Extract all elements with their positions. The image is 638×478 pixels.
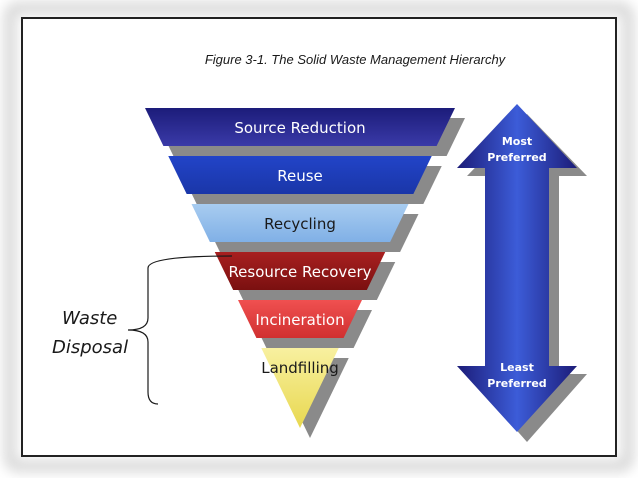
tier-label-incineration: Incineration bbox=[255, 311, 344, 329]
frame-glow bbox=[4, 2, 634, 472]
arrow-top-label-line1: Most bbox=[502, 135, 532, 148]
tier-label-reuse: Reuse bbox=[277, 167, 323, 185]
waste-disposal-label-line2: Disposal bbox=[52, 337, 128, 358]
arrow-bottom-label-line2: Preferred bbox=[487, 377, 546, 390]
tier-band-landfilling bbox=[261, 348, 339, 428]
tier-band-reuse bbox=[168, 156, 432, 194]
tier-band-resource-recovery bbox=[214, 252, 386, 290]
figure-title: Figure 3-1. The Solid Waste Management H… bbox=[205, 52, 507, 67]
tier-band-recycling bbox=[191, 204, 409, 242]
waste-disposal-bracket bbox=[127, 255, 233, 405]
tier-label-recycling: Recycling bbox=[264, 215, 336, 233]
tier-label-landfilling: Landfilling bbox=[261, 359, 339, 377]
double-arrow-shape bbox=[457, 104, 577, 432]
arrow-bottom-label-line1: Least bbox=[500, 361, 534, 374]
preference-arrow: Most Preferred Least Preferred bbox=[457, 104, 587, 442]
tier-label-resource-recovery: Resource Recovery bbox=[228, 263, 371, 281]
tier-label-source-reduction: Source Reduction bbox=[234, 119, 365, 137]
tier-band-source-reduction bbox=[145, 108, 455, 146]
waste-disposal-label-line1: Waste bbox=[62, 308, 117, 329]
arrow-top-label-line2: Preferred bbox=[487, 151, 546, 164]
tier-band-incineration bbox=[238, 300, 362, 338]
